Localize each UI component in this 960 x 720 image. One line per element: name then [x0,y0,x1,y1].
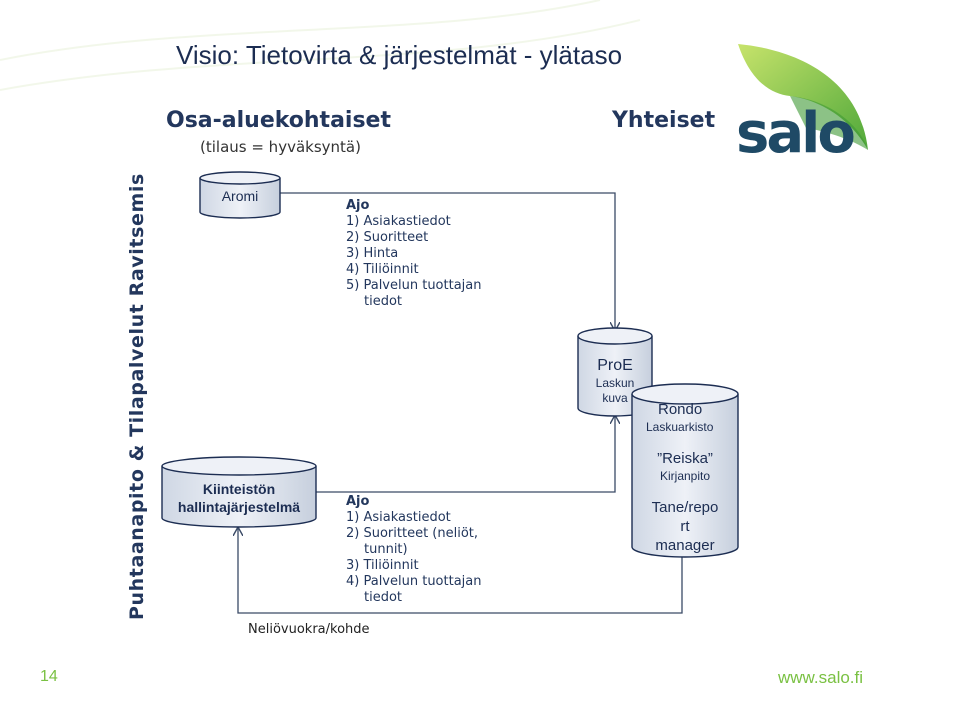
vertical-side-label: Puhtaanapito & Tilapalvelut Ravitsemis [126,173,148,620]
rent-flow-label: Neliövuokra/kohde [248,622,370,637]
salo-logo-text: salo [736,101,856,166]
tane-line1: Tane/repo [651,499,719,516]
background-swoosh [0,0,641,91]
reiska-sub: Kirjanpito [659,469,711,483]
left-section-heading: Osa-aluekohtaiset [166,108,391,133]
ajo-bottom-heading: Ajo [346,494,370,509]
salo-leaf-logo [738,44,868,150]
proe-line2: kuva [602,391,628,405]
proe-name: ProE [597,357,633,374]
ajo-top-item: 1) Asiakastiedot [346,214,451,229]
footer-url[interactable]: www.salo.fi [778,668,864,687]
aromi-label: Aromi [221,188,259,204]
rondo-label: Rondo Laskuarkisto [632,401,738,435]
kiinteisto-label-line2: hallintajärjestelmä [177,499,301,515]
kiinteisto-label: Kiinteistön hallintajärjestelmä [162,480,316,516]
kiinteisto-label-line1: Kiinteistön [202,481,276,497]
proe-label: ProE Laskun kuva [578,356,652,406]
reiska-name: ”Reiska” [657,450,713,467]
ajo-top-continuation: tiedot [364,294,403,309]
page-title: Visio: Tietovirta & järjestelmät - yläta… [176,40,623,70]
flow-kiinteisto-to-proe [316,416,615,493]
rondo-sub: Laskuarkisto [646,420,714,434]
aromi-cylinder [199,171,281,219]
left-section-subheading: (tilaus = hyväksyntä) [200,138,361,156]
ajo-top-item: 5) Palvelun tuottajan [346,278,482,293]
ajo-bottom-item: 3) Tiliöinnit [346,558,419,573]
tane-line3: manager [655,537,715,554]
right-section-heading: Yhteiset [612,108,716,133]
reiska-label: ”Reiska” Kirjanpito [632,450,738,484]
ajo-top-list: Ajo 1) Asiakastiedot 2) Suoritteet 3) Hi… [346,198,482,310]
ajo-top-item: 4) Tiliöinnit [346,262,419,277]
rondo-cylinder [631,383,739,558]
ajo-top-heading: Ajo [346,198,370,213]
rondo-name: Rondo [658,401,703,418]
page-number: 14 [40,668,58,685]
ajo-bottom-item: 4) Palvelun tuottajan [346,574,482,589]
tane-line2: rt [680,518,690,535]
proe-line1: Laskun [595,376,635,390]
tane-label: Tane/repo rt manager [632,498,738,555]
ajo-top-item: 2) Suoritteet [346,230,429,245]
ajo-bottom-continuation: tunnit) [364,542,408,557]
ajo-bottom-list: Ajo 1) Asiakastiedot 2) Suoritteet (neli… [346,494,482,606]
flow-rondo-to-kiinteisto [238,528,683,614]
ajo-bottom-item: 1) Asiakastiedot [346,510,451,525]
ajo-bottom-continuation: tiedot [364,590,403,605]
ajo-bottom-item: 2) Suoritteet (neliöt, [346,526,479,541]
kiinteisto-cylinder [161,456,317,528]
flow-aromi-to-proe [280,192,615,330]
ajo-top-item: 3) Hinta [346,246,399,261]
